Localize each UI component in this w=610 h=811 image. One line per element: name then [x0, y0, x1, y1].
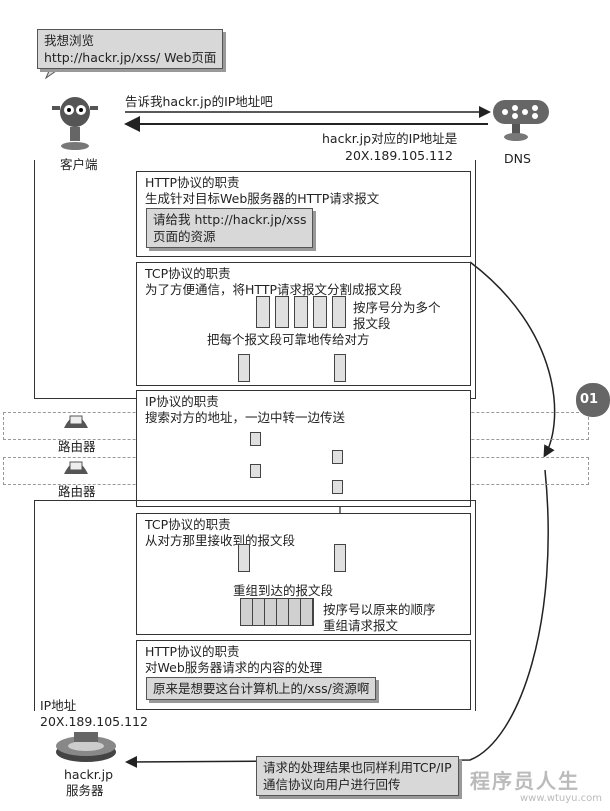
ip-segment — [250, 432, 261, 446]
server-icon — [56, 732, 116, 762]
router-icon-1 — [64, 415, 88, 428]
page-tab: 01 — [576, 383, 610, 417]
http-send-title: HTTP协议的职责 — [145, 175, 240, 190]
tcp-recv-segment-right — [334, 544, 346, 572]
http-recv-desc: 对Web服务器请求的内容的处理 — [145, 660, 323, 675]
tcp-send-note-line1: 按序号分为多个 — [353, 300, 441, 315]
tcp-segment — [256, 296, 270, 328]
tcp-segment-right — [334, 354, 346, 382]
server-name-line1: hackr.jp — [64, 767, 114, 782]
tcp-recv-note-line1: 按序号以原来的顺序 — [323, 602, 436, 617]
client-bubble-line2: http://hackr.jp/xss/ Web页面 — [44, 50, 217, 65]
tcp-recv-note-line2: 重组请求报文 — [323, 618, 399, 633]
server-ip-label: IP地址 — [40, 698, 77, 713]
ip-desc: 搜索对方的地址，一边中转一边传送 — [145, 410, 346, 425]
ip-title: IP协议的职责 — [145, 394, 219, 409]
ip-segment — [250, 464, 261, 478]
ip-segment — [332, 450, 343, 464]
dns-request-text: 告诉我hackr.jp的IP地址吧 — [125, 94, 273, 109]
response-note-line1: 请求的处理结果也同样利用TCP/IP — [263, 760, 452, 775]
tcp-recv-title: TCP协议的职责 — [145, 517, 231, 532]
ip-box: IP协议的职责 搜索对方的地址，一边中转一边传送 — [136, 390, 471, 507]
tcp-send-title: TCP协议的职责 — [145, 266, 231, 281]
router-label-2: 路由器 — [58, 484, 96, 499]
tcp-segment — [332, 296, 346, 328]
router-label-1: 路由器 — [58, 439, 96, 454]
response-note-line2: 通信协议向用户进行回传 — [263, 777, 401, 792]
server-ip-value: 20X.189.105.112 — [40, 714, 148, 729]
dns-label: DNS — [504, 151, 531, 166]
http-request-callout: 请给我 http://hackr.jp/xss 页面的资源 — [146, 208, 314, 248]
response-note: 请求的处理结果也同样利用TCP/IP 通信协议向用户进行回传 — [256, 756, 459, 796]
tcp-send-deliver: 把每个报文段可靠地传给对方 — [207, 332, 370, 347]
reassembled-message — [240, 598, 314, 626]
http-recv-title: HTTP协议的职责 — [145, 644, 240, 659]
dns-reply-line2: 20X.189.105.112 — [345, 148, 453, 163]
ip-segment — [332, 480, 343, 494]
dns-icon — [493, 100, 549, 141]
http-callout-line1: 请给我 http://hackr.jp/xss — [153, 212, 307, 227]
server-name-line2: 服务器 — [66, 783, 104, 798]
http-send-desc: 生成针对目标Web服务器的HTTP请求报文 — [145, 191, 380, 206]
tcp-send-box: TCP协议的职责 为了方便通信，将HTTP请求报文分割成报文段 按序号分为多个 … — [136, 262, 471, 386]
server-stack-container — [34, 500, 476, 711]
tcp-recv-desc: 从对方那里接收到的报文段 — [145, 533, 296, 548]
tcp-send-desc: 为了方便通信，将HTTP请求报文分割成报文段 — [145, 282, 402, 297]
tcp-recv-reassemble: 重组到达的报文段 — [233, 583, 334, 598]
dns-reply-line1: hackr.jp对应的IP地址是 — [322, 131, 458, 146]
client-robot-icon — [52, 97, 98, 150]
router-icon-2 — [64, 461, 88, 474]
client-bubble-line1: 我想浏览 — [44, 33, 95, 48]
client-request-bubble: 我想浏览 http://hackr.jp/xss/ Web页面 — [37, 29, 224, 69]
http-callout-line2: 页面的资源 — [153, 229, 216, 244]
http-recv-callout: 原来是想要这台计算机上的/xss/资源啊 — [146, 677, 377, 700]
client-label: 客户端 — [60, 157, 98, 172]
tcp-segment — [294, 296, 308, 328]
watermark-url: www.wtuyu.com — [520, 793, 603, 804]
tcp-segment-left — [238, 354, 250, 382]
tcp-recv-segment-left — [238, 544, 250, 572]
tcp-segment — [313, 296, 327, 328]
tcp-segment — [275, 296, 289, 328]
watermark-text: 程序员人生 — [470, 769, 580, 793]
tcp-send-note-line2: 报文段 — [353, 316, 391, 331]
